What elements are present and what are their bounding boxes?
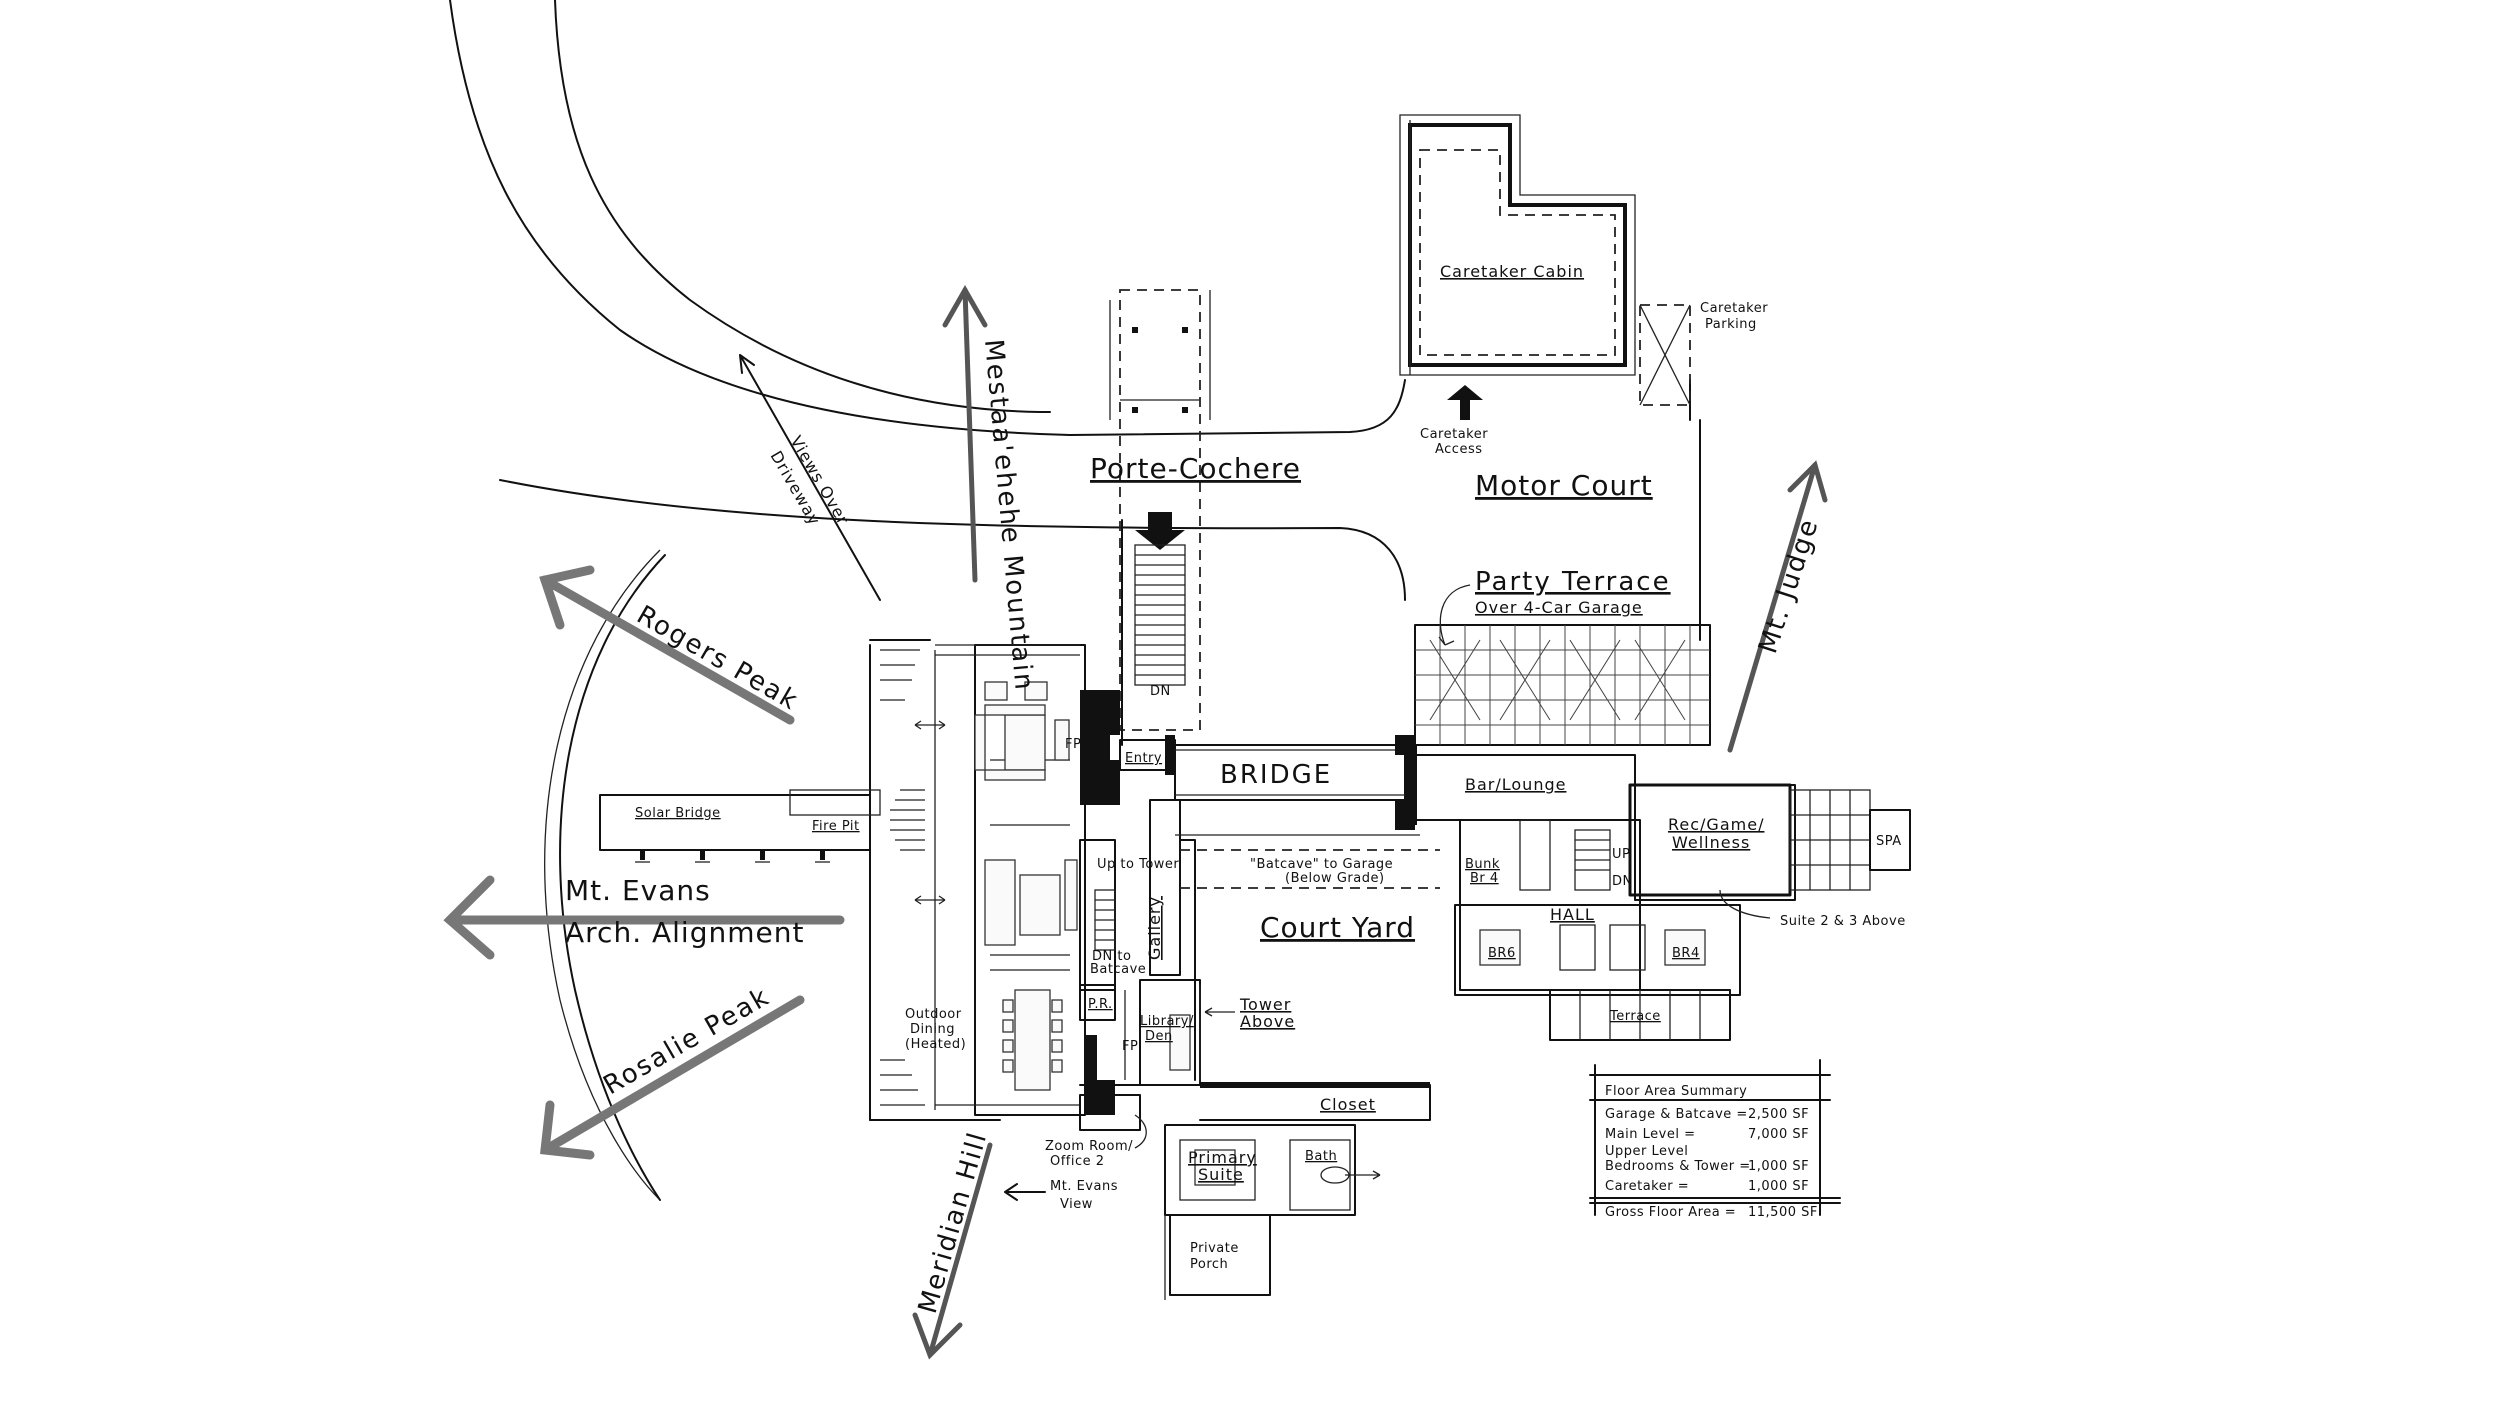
rosalie-peak-label: Rosalie Peak xyxy=(599,982,776,1101)
rec-game-label-2: Wellness xyxy=(1672,833,1750,852)
caretaker-parking-label-1: Caretaker xyxy=(1700,301,1768,316)
bath-label: Bath xyxy=(1305,1149,1337,1164)
batcave-label-1: "Batcave" to Garage xyxy=(1250,857,1393,872)
primary-suite-label-1: Primary xyxy=(1188,1148,1257,1167)
area-row-4-value: 1,000 SF xyxy=(1748,1179,1809,1194)
mt-evans-view-label-1: Mt. Evans xyxy=(1050,1179,1118,1194)
party-terrace xyxy=(1414,584,1711,746)
caretaker-cabin-label: Caretaker Cabin xyxy=(1440,262,1584,281)
bridge-label: BRIDGE xyxy=(1220,760,1332,790)
floor-area-summary xyxy=(1589,1059,1841,1216)
area-row-1-label: Garage & Batcave = xyxy=(1605,1107,1748,1122)
arch-alignment-label: Arch. Alignment xyxy=(565,916,804,949)
area-row-3-value: 1,000 SF xyxy=(1748,1159,1809,1174)
hall-label: HALL xyxy=(1550,905,1595,924)
library-label-1: Library/ xyxy=(1140,1014,1194,1029)
up-label: UP xyxy=(1612,847,1630,862)
rec-game-room xyxy=(1628,783,1911,919)
party-terrace-label: Party Terrace xyxy=(1475,567,1671,597)
west-terrace xyxy=(599,639,1001,1121)
area-row-3a-label: Upper Level xyxy=(1605,1144,1688,1159)
bunk-label-1: Bunk xyxy=(1465,857,1500,872)
porte-cochere xyxy=(1109,289,1211,731)
porte-cochere-label: Porte-Cochere xyxy=(1090,452,1301,485)
entry-label: Entry xyxy=(1125,751,1162,766)
closet-label: Closet xyxy=(1320,1095,1376,1114)
private-porch-label-2: Porch xyxy=(1190,1257,1228,1272)
gallery-label: Gallery xyxy=(1145,896,1164,960)
caretaker-cabin xyxy=(1399,114,1691,420)
batcave-label-2: (Below Grade) xyxy=(1285,871,1385,886)
zoom-room-label-2: Office 2 xyxy=(1050,1154,1105,1169)
view-arrows xyxy=(443,284,1828,1360)
gallery-wing xyxy=(1079,799,1201,1086)
tower-above-label-1: Tower xyxy=(1239,995,1291,1014)
area-row-4-label: Caretaker = xyxy=(1605,1179,1689,1194)
rogers-peak-label: Rogers Peak xyxy=(632,600,804,717)
courtyard xyxy=(1175,834,1440,1081)
area-summary-title: Floor Area Summary xyxy=(1605,1084,1747,1099)
mestaa-mountain-label: Mestaa'ehehe Mountain xyxy=(978,338,1039,693)
solar-bridge-label: Solar Bridge xyxy=(635,806,721,821)
area-total-value: 11,500 SF xyxy=(1748,1205,1818,1220)
dn-to-batcave-label-2: Batcave xyxy=(1090,962,1146,977)
br6-label: BR6 xyxy=(1488,946,1516,961)
bar-lounge-label: Bar/Lounge xyxy=(1465,775,1566,794)
up-to-tower-label: Up to Tower xyxy=(1097,857,1179,872)
mt-evans-label: Mt. Evans xyxy=(565,874,711,907)
stair-dn-label: DN xyxy=(1150,684,1171,699)
mt-judge-label: Mt. Judge xyxy=(1753,514,1825,657)
courtyard-label: Court Yard xyxy=(1260,911,1415,944)
fp-label-2: FP xyxy=(1122,1039,1138,1054)
private-porch-label-1: Private xyxy=(1190,1241,1239,1256)
fp-label-1: FP xyxy=(1065,737,1081,752)
outdoor-dining-label-2: Dining xyxy=(910,1022,955,1037)
area-row-3-label: Bedrooms & Tower = xyxy=(1605,1159,1751,1174)
great-room xyxy=(869,644,1086,1121)
bunk-label-2: Br 4 xyxy=(1470,871,1499,886)
powder-room-label: P.R. xyxy=(1088,997,1113,1012)
zoom-room-label-1: Zoom Room/ xyxy=(1045,1139,1133,1154)
dn-label: DN xyxy=(1612,874,1633,889)
area-row-2-value: 7,000 SF xyxy=(1748,1127,1809,1142)
fire-pit-label: Fire Pit xyxy=(812,819,860,834)
area-total-label: Gross Floor Area = xyxy=(1605,1205,1736,1220)
outdoor-dining-label-1: Outdoor xyxy=(905,1007,962,1022)
primary-suite-label-2: Suite xyxy=(1198,1165,1244,1184)
caretaker-access-label-2: Access xyxy=(1435,442,1483,457)
library-label-2: Den xyxy=(1145,1029,1173,1044)
dn-to-batcave-label-1: DN to xyxy=(1092,949,1131,964)
suite-above-label: Suite 2 & 3 Above xyxy=(1780,914,1906,929)
motor-court-label: Motor Court xyxy=(1475,469,1653,502)
entry-stair xyxy=(1121,519,1186,746)
area-row-1-value: 2,500 SF xyxy=(1748,1107,1809,1122)
area-row-2-label: Main Level = xyxy=(1605,1127,1696,1142)
spa-label: SPA xyxy=(1876,834,1902,849)
meridian-hill-label: Meridian Hill xyxy=(913,1128,994,1317)
caretaker-parking-label-2: Parking xyxy=(1705,317,1757,332)
caretaker-access-label-1: Caretaker xyxy=(1420,427,1488,442)
tower-above-label-2: Above xyxy=(1240,1012,1295,1031)
bar-lounge-wing xyxy=(1405,745,1796,1041)
rec-game-label-1: Rec/Game/ xyxy=(1668,815,1764,834)
br4-label: BR4 xyxy=(1672,946,1700,961)
terrace-label: Terrace xyxy=(1609,1009,1661,1024)
outdoor-dining-label-3: (Heated) xyxy=(905,1037,966,1052)
over-garage-label: Over 4-Car Garage xyxy=(1475,598,1643,617)
driveway xyxy=(449,0,1701,641)
mt-evans-view-label-2: View xyxy=(1060,1197,1093,1212)
structural-walls xyxy=(1080,690,1175,1115)
primary-suite-wing xyxy=(1079,1082,1431,1300)
